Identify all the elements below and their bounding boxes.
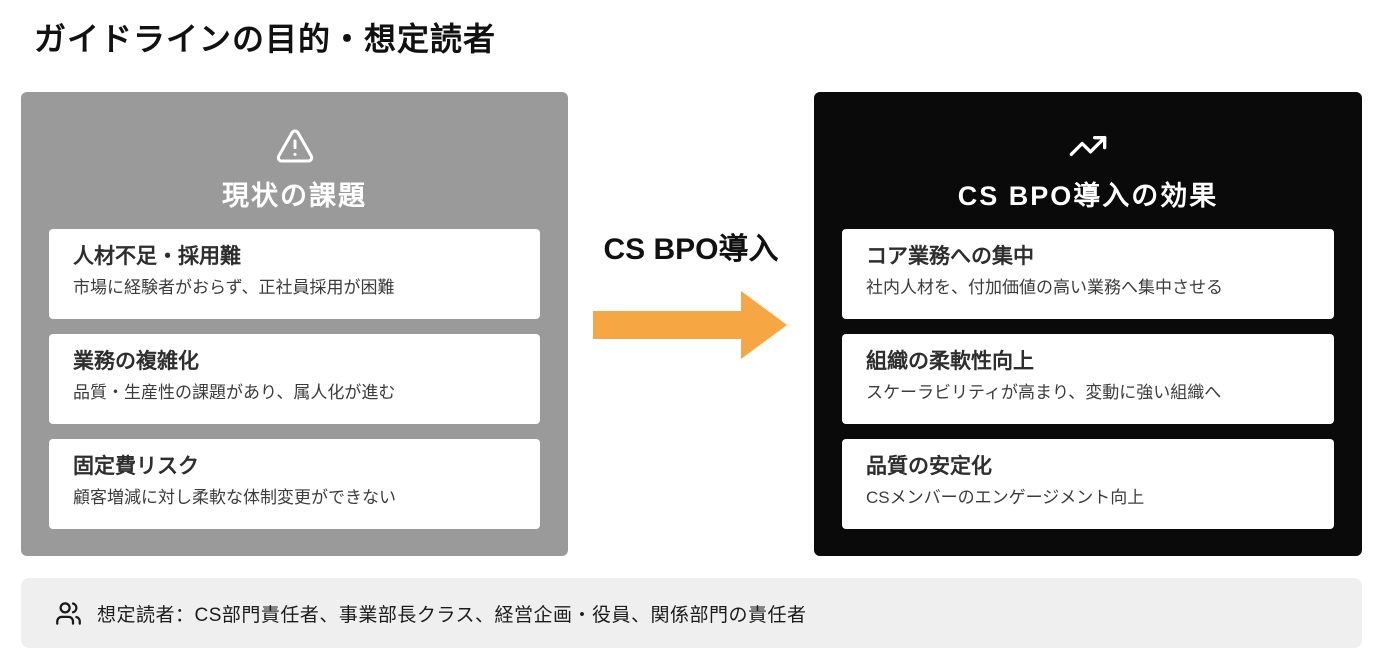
audience-text: 想定読者：CS部門責任者、事業部長クラス、経営企画・役員、関係部門の責任者 xyxy=(97,604,807,626)
issue-card: 人材不足・採用難 市場に経験者がおらず、正社員採用が困難 xyxy=(49,229,540,319)
current-issues-panel: 現状の課題 人材不足・採用難 市場に経験者がおらず、正社員採用が困難 業務の複雑… xyxy=(21,92,568,556)
issue-card-title: 人材不足・採用難 xyxy=(73,245,241,268)
issue-card-title: 業務の複雑化 xyxy=(73,350,199,373)
transition-section: CS BPO導入 xyxy=(568,92,814,556)
effect-card-title: 組織の柔軟性向上 xyxy=(866,350,1034,373)
effects-header: CS BPO導入の効果 xyxy=(842,126,1334,213)
trending-up-icon xyxy=(1068,126,1108,166)
effect-card-description: スケーラビリティが高まり、変動に強い組織へ xyxy=(866,383,1222,402)
right-arrow-icon xyxy=(593,291,787,359)
current-issues-title: 現状の課題 xyxy=(222,181,367,211)
effect-card-description: 社内人材を、付加価値の高い業務へ集中させる xyxy=(866,278,1223,297)
issue-card-description: 顧客増減に対し柔軟な体制変更ができない xyxy=(73,488,396,507)
effect-card-description: CSメンバーのエンゲージメント向上 xyxy=(866,488,1145,507)
effect-card: コア業務への集中 社内人材を、付加価値の高い業務へ集中させる xyxy=(842,229,1334,319)
alert-triangle-icon xyxy=(275,126,315,166)
effects-title: CS BPO導入の効果 xyxy=(957,181,1219,211)
effects-panel: CS BPO導入の効果 コア業務への集中 社内人材を、付加価値の高い業務へ集中さ… xyxy=(814,92,1362,556)
transition-label: CS BPO導入 xyxy=(603,233,779,266)
page-title: ガイドラインの目的・想定読者 xyxy=(34,21,497,57)
issue-card-title: 固定費リスク xyxy=(73,455,199,478)
effect-card: 品質の安定化 CSメンバーのエンゲージメント向上 xyxy=(842,439,1334,529)
users-icon xyxy=(55,600,82,627)
issue-card-description: 品質・生産性の課題があり、属人化が進む xyxy=(73,383,396,402)
issue-card: 業務の複雑化 品質・生産性の課題があり、属人化が進む xyxy=(49,334,540,424)
current-issues-header: 現状の課題 xyxy=(49,126,540,213)
effect-card-title: コア業務への集中 xyxy=(866,245,1034,268)
effect-card-title: 品質の安定化 xyxy=(866,455,992,478)
issue-card: 固定費リスク 顧客増減に対し柔軟な体制変更ができない xyxy=(49,439,540,529)
audience-bar: 想定読者：CS部門責任者、事業部長クラス、経営企画・役員、関係部門の責任者 xyxy=(21,578,1362,648)
issue-card-description: 市場に経験者がおらず、正社員採用が困難 xyxy=(73,278,395,297)
effect-card: 組織の柔軟性向上 スケーラビリティが高まり、変動に強い組織へ xyxy=(842,334,1334,424)
